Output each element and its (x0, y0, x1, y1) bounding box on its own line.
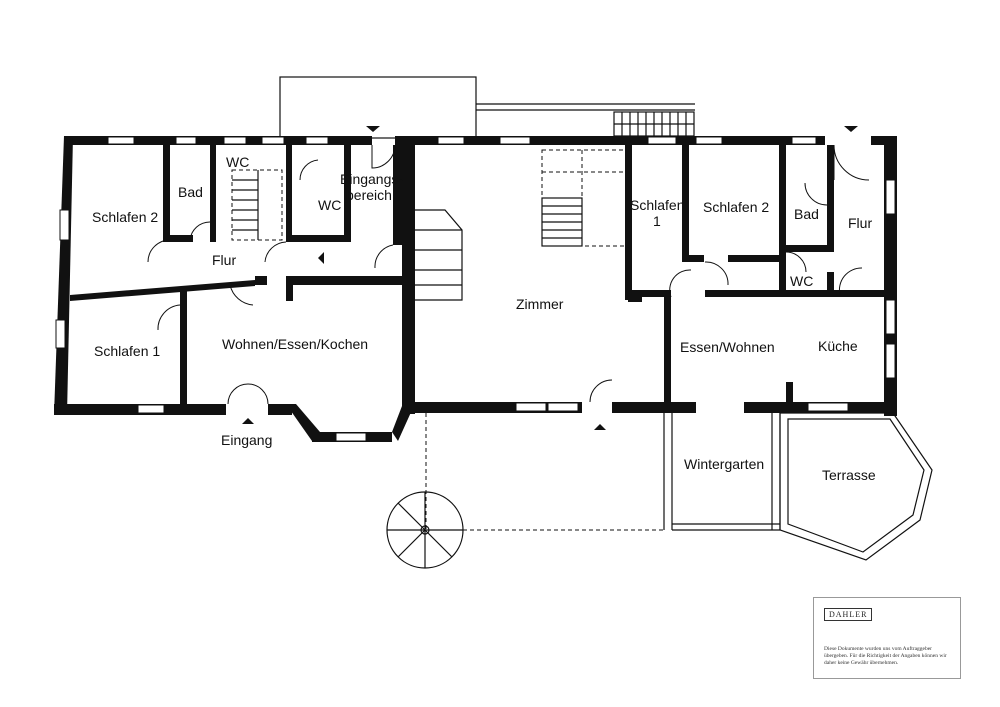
entrance-markers (242, 126, 858, 430)
doors (147, 144, 870, 405)
dahler-logo: DAHLER (824, 608, 873, 621)
label-wc-left: WC (226, 154, 249, 170)
stairs-center (541, 149, 627, 247)
label-zimmer: Zimmer (516, 296, 564, 312)
spiral-stair (386, 491, 464, 569)
label-wintergarten: Wintergarten (684, 456, 764, 472)
exterior-steps-top (613, 111, 695, 137)
label-bad-right: Bad (794, 206, 819, 222)
terrace-bay (779, 412, 933, 561)
label-wohnen-essen-kochen: Wohnen/Essen/Kochen (222, 336, 368, 352)
walls (54, 136, 897, 442)
label-schlafen2-left: Schlafen 2 (92, 209, 158, 225)
label-flur-left: Flur (212, 252, 236, 268)
label-eingangsbereich-2: bereich (346, 187, 392, 203)
label-wc-right: WC (790, 273, 813, 289)
curved-stair-block (415, 209, 463, 301)
label-eingangsbereich-1: Eingangs- (340, 171, 403, 187)
label-flur-right: Flur (848, 215, 872, 231)
label-schlafen1-right-2: 1 (653, 213, 661, 229)
label-eingang: Eingang (221, 432, 272, 448)
label-essen-wohnen: Essen/Wohnen (680, 339, 775, 355)
label-schlafen2-right: Schlafen 2 (703, 199, 769, 215)
annex-outline (279, 76, 477, 139)
stairs-left (231, 169, 283, 241)
label-schlafen1-right-1: Schlafen (630, 197, 684, 213)
windows (55, 136, 896, 442)
label-kueche: Küche (818, 338, 858, 354)
info-box: DAHLER Diese Dokumente wurden uns vom Au… (813, 597, 961, 679)
label-schlafen1-left: Schlafen 1 (94, 343, 160, 359)
disclaimer-text: Diese Dokumente wurden uns vom Auftragge… (824, 646, 947, 666)
label-wc-center: WC (318, 197, 341, 213)
terrace-bay-inner (787, 418, 925, 553)
label-terrasse: Terrasse (822, 467, 876, 483)
label-bad-left: Bad (178, 184, 203, 200)
